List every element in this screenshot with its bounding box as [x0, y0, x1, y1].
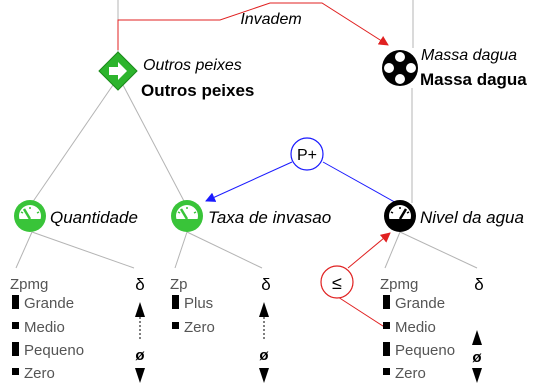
qs-quantidade-marker-0	[12, 295, 19, 309]
edge-outros-taxa	[122, 84, 186, 204]
outros-peixes-icon[interactable]	[98, 51, 138, 91]
qs-taxa-value-0: Plus	[184, 295, 213, 312]
edge-invadem-label: Invadem	[240, 11, 301, 28]
qs-nivel-value-3: Zero	[395, 365, 426, 382]
qs-nivel-delta: δ	[474, 275, 483, 294]
leq-label: ≤	[332, 273, 342, 293]
qs-taxa-marker-1	[172, 322, 179, 329]
edge-p-to-taxa	[205, 161, 293, 202]
edge-invadem	[117, 2, 389, 50]
qs-nivel-marker-1	[383, 322, 390, 329]
qs-line-nivel-delta	[399, 231, 478, 269]
outros-peixes-label-bold: Outros peixes	[141, 81, 254, 100]
qs-taxa-delta: δ	[261, 275, 270, 294]
edge-nivel-to-p	[322, 161, 401, 206]
qs-taxa-marker-0	[172, 295, 179, 309]
p-plus-label: P+	[297, 147, 317, 164]
qs-nivel-name: Zpmg	[380, 276, 418, 293]
qs-taxa-invasao: Zp Plus Zero δ ø	[170, 275, 271, 383]
taxa-invasao-label: Taxa de invasao	[208, 208, 331, 227]
taxa-invasao-gauge-icon[interactable]	[171, 200, 203, 232]
edge-leq-to-nivel	[347, 232, 391, 269]
qs-nivel-marker-2	[383, 342, 390, 356]
leq-node[interactable]: ≤	[320, 265, 354, 299]
qs-quantidade-down-arrow	[135, 368, 145, 383]
qs-nivel-marker-0	[383, 295, 390, 309]
qs-line-taxa-delta	[186, 231, 263, 269]
qs-nivel-value-1: Medio	[395, 319, 436, 336]
edge-leq-to-medio	[337, 296, 387, 329]
massa-dagua-icon[interactable]	[382, 50, 418, 86]
qs-quantidade-name: Zpmg	[10, 276, 48, 293]
qs-taxa-down-arrow	[259, 368, 269, 383]
edge-outros-quantidade	[31, 84, 114, 204]
quantidade-label: Quantidade	[50, 208, 138, 227]
qs-nivel-derivative: ø	[472, 349, 482, 366]
qs-taxa-up-arrow	[259, 302, 269, 317]
qs-quantidade-value-0: Grande	[24, 295, 74, 312]
qs-nivel-agua: Zpmg Grande Medio Pequeno Zero δ ø	[380, 275, 484, 383]
qs-quantidade-marker-2	[12, 342, 19, 356]
qs-nivel-value-2: Pequeno	[395, 342, 455, 359]
qs-line-taxa-values	[174, 231, 188, 269]
qs-line-quantidade-values	[15, 231, 33, 269]
nivel-agua-gauge-icon[interactable]	[384, 200, 416, 232]
qs-quantidade-delta: δ	[135, 275, 144, 294]
qs-taxa-derivative: ø	[259, 347, 269, 364]
massa-dagua-label-italic: Massa dagua	[421, 47, 517, 64]
qs-quantidade-marker-3	[12, 368, 19, 375]
qs-quantidade-up-arrow	[135, 302, 145, 317]
qs-nivel-value-0: Grande	[395, 295, 445, 312]
qs-taxa-value-1: Zero	[184, 319, 215, 336]
qs-line-quantidade-delta	[31, 231, 135, 269]
qs-quantidade-value-3: Zero	[24, 365, 55, 382]
qs-taxa-name: Zp	[170, 276, 188, 293]
qs-quantidade-value-2: Pequeno	[24, 342, 84, 359]
qs-quantidade: Zpmg Grande Medio Pequeno Zero δ ø	[10, 275, 145, 383]
qs-nivel-down-arrow	[472, 368, 482, 383]
massa-dagua-label-bold: Massa dagua	[420, 70, 527, 89]
qs-quantidade-marker-1	[12, 322, 19, 329]
qs-nivel-marker-3	[383, 368, 390, 375]
p-plus-node[interactable]: P+	[290, 137, 324, 171]
qs-quantidade-value-1: Medio	[24, 319, 65, 336]
qs-line-nivel-values	[384, 231, 401, 269]
quantidade-gauge-icon[interactable]	[14, 200, 46, 232]
qs-nivel-up-arrow	[472, 330, 482, 345]
nivel-agua-label: Nivel da agua	[420, 208, 524, 227]
outros-peixes-label-italic: Outros peixes	[143, 57, 242, 74]
qs-quantidade-derivative: ø	[135, 347, 145, 364]
